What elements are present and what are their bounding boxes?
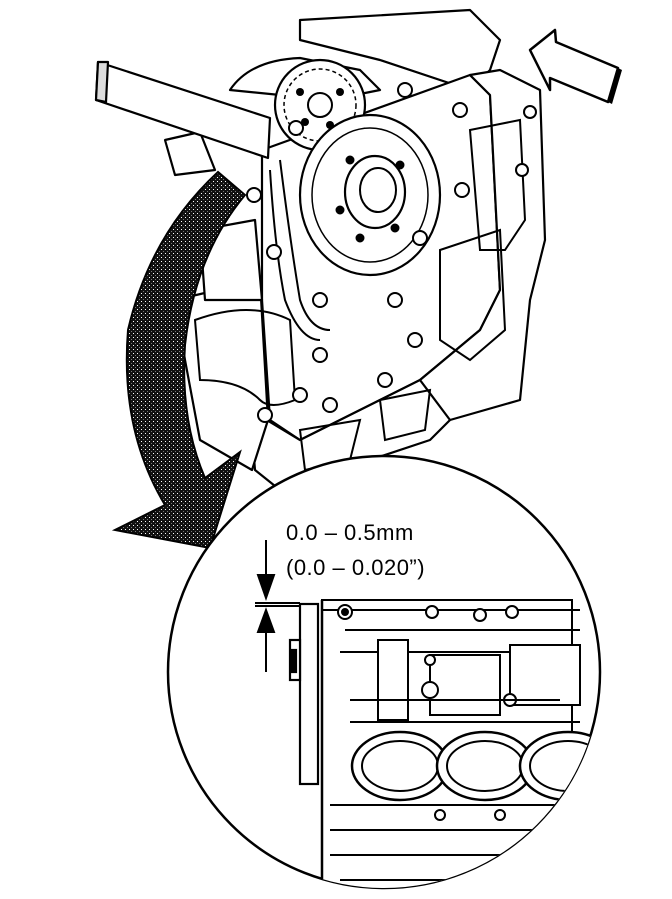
oil-pan-rail: [248, 378, 452, 492]
cover-bolts: [246, 82, 537, 423]
crank-seal: [298, 113, 442, 277]
clearance-spec-imperial: (0.0 – 0.020”): [286, 555, 426, 580]
cylinder-bores: [350, 730, 600, 802]
cover-edge-detail: [288, 602, 320, 786]
clearance-dimension: [255, 540, 300, 672]
detail-callout-arrow: [111, 170, 247, 550]
straight-edge-tool: [94, 60, 272, 160]
clearance-spec-metric: 0.0 – 0.5mm: [286, 520, 414, 545]
view-direction-arrow: [528, 28, 622, 104]
